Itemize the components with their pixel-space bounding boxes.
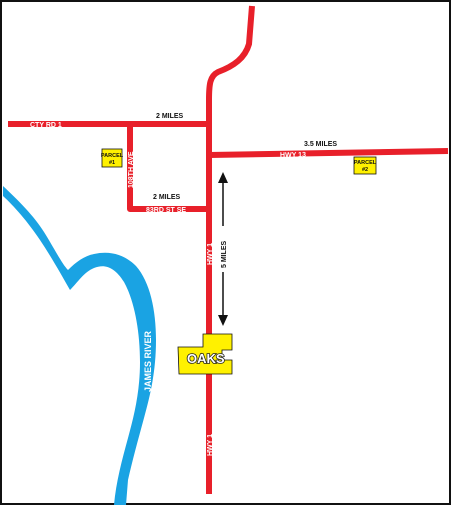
oaks-town-label: OAKS bbox=[187, 351, 225, 366]
svg-text:#2: #2 bbox=[362, 167, 368, 173]
svg-text:#1: #1 bbox=[109, 160, 115, 166]
108th-ave-label: 108TH AVE bbox=[128, 151, 135, 188]
svg-text:PARCEL: PARCEL bbox=[354, 160, 377, 166]
83rd-st-se-label: 83RD ST SE bbox=[146, 207, 186, 214]
james-river-label: JAMES RIVER bbox=[143, 330, 153, 392]
parcel-2: PARCEL #2 bbox=[353, 156, 377, 175]
hwy-1-north-curve bbox=[206, 5, 255, 155]
oaks-town-boundary bbox=[177, 333, 233, 375]
hwy-1-distance-arrow bbox=[218, 172, 228, 326]
hwy-1-north-label: HWY 1 bbox=[207, 243, 214, 265]
hwy-13 bbox=[208, 148, 449, 158]
svg-text:PARCEL: PARCEL bbox=[101, 153, 124, 159]
108th-ave bbox=[127, 124, 209, 212]
hwy-1-south-label: HWY 1 bbox=[207, 434, 214, 456]
hwy-13-label: HWY 13 bbox=[280, 152, 306, 159]
cty-rd-1-label: CTY RD 1 bbox=[30, 122, 62, 129]
hwy-1-distance: 5 MILES bbox=[221, 240, 228, 268]
parcel-1: PARCEL #1 bbox=[101, 148, 124, 168]
83rd-st-se-distance: 2 MILES bbox=[153, 194, 181, 201]
hwy-13-distance: 3.5 MILES bbox=[304, 141, 337, 148]
james-river bbox=[3, 186, 156, 505]
cty-rd-1-distance: 2 MILES bbox=[156, 113, 184, 120]
road-network bbox=[8, 5, 449, 494]
